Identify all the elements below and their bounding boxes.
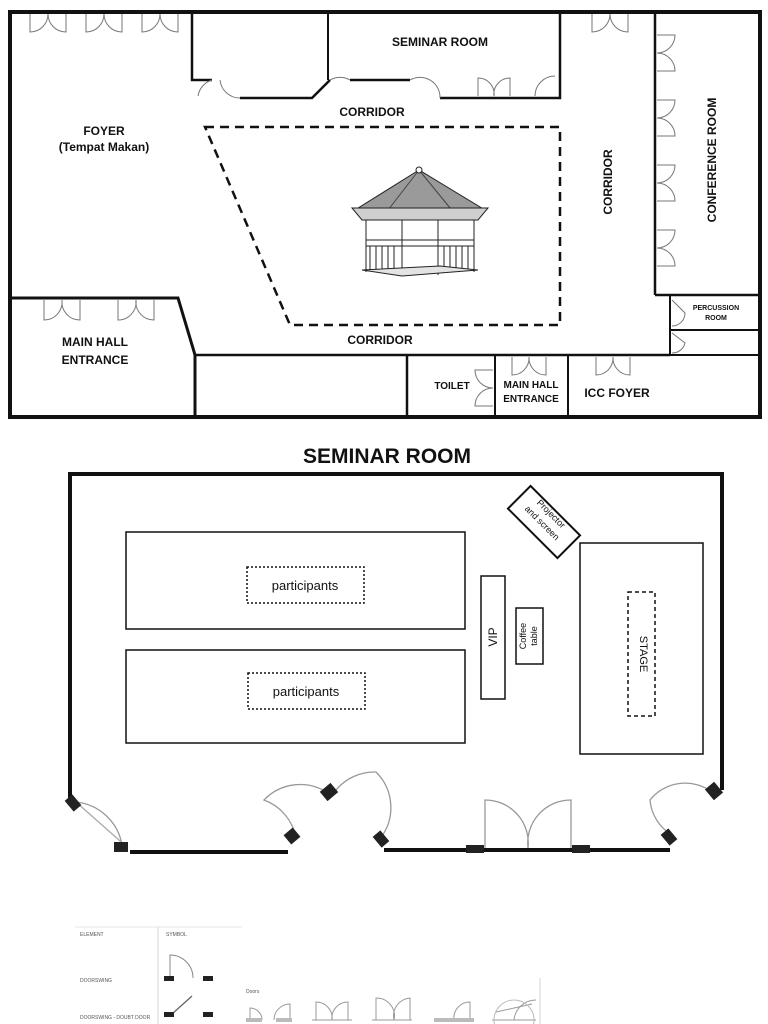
participants-table-2 xyxy=(125,649,466,744)
seminar-room-wall xyxy=(190,12,562,100)
label-seminar-room: SEMINAR ROOM xyxy=(392,35,488,49)
door-icon xyxy=(141,13,179,33)
legend: ELEMENT SYMBOL DOORSWING DOORSWING - DOU… xyxy=(75,926,541,1024)
vip-table xyxy=(480,575,506,700)
door-icon xyxy=(197,79,241,99)
coffee-table xyxy=(515,607,544,665)
door-icon xyxy=(671,332,686,354)
seminar-outer-wall xyxy=(68,472,724,800)
floor-plan-labels: FOYER (Tempat Makan) SEMINAR ROOM CORRID… xyxy=(59,35,739,405)
seminar-labels: participants participants VIP Coffee tab… xyxy=(272,498,649,699)
legend-row-2: DOORSWING - DOUBT DOOR xyxy=(80,1015,151,1021)
double-door-icon xyxy=(312,1001,352,1021)
doorswing-icon xyxy=(164,954,213,981)
door-icon xyxy=(595,356,631,376)
double-door-icon xyxy=(372,997,412,1021)
door-icon xyxy=(434,1001,474,1021)
door-swings-top xyxy=(29,13,686,407)
double-door-icon xyxy=(484,799,572,849)
revolving-door-icon xyxy=(492,999,537,1021)
courtyard-boundary xyxy=(203,125,562,327)
label-main-hall-right-2: ENTRANCE xyxy=(503,394,559,405)
label-participants-1: participants xyxy=(272,578,339,593)
door-icon xyxy=(29,13,67,33)
main-hall-left-wall xyxy=(10,296,197,417)
door-icon xyxy=(85,13,123,33)
legend-col-symbol: SYMBOL xyxy=(166,932,187,938)
legend-col-element: ELEMENT xyxy=(80,932,104,938)
outer-wall xyxy=(8,10,762,419)
door-icon xyxy=(262,783,329,839)
legend-doors-label: Doors xyxy=(246,989,260,995)
door-icon xyxy=(273,1003,292,1021)
door-icon xyxy=(75,801,123,846)
door-icon xyxy=(329,76,351,81)
seminar-doors xyxy=(64,771,724,853)
label-main-hall-left-1: MAIN HALL xyxy=(62,335,128,349)
label-coffee-1: Coffee xyxy=(518,623,528,649)
label-foyer-sub: (Tempat Makan) xyxy=(59,140,149,154)
door-icon xyxy=(511,356,547,376)
label-icc-foyer: ICC FOYER xyxy=(584,386,650,400)
label-main-hall-left-2: ENTRANCE xyxy=(62,353,129,367)
door-icon xyxy=(656,34,676,72)
participants-table-1 xyxy=(125,531,466,630)
label-conference-room: CONFERENCE ROOM xyxy=(705,98,719,223)
label-percussion-1: PERCUSSION xyxy=(693,305,739,312)
label-main-hall-right-1: MAIN HALL xyxy=(504,380,559,391)
closet-door-icon xyxy=(164,995,213,1017)
projector-screen xyxy=(506,484,582,560)
door-icon xyxy=(477,77,511,97)
door-icon xyxy=(335,771,392,837)
label-foyer: FOYER xyxy=(83,124,125,138)
label-coffee-2: table xyxy=(529,626,539,646)
door-icon xyxy=(656,99,676,137)
label-participants-2: participants xyxy=(273,684,340,699)
door-icon xyxy=(656,164,676,202)
seminar-layout-title: SEMINAR ROOM xyxy=(303,445,471,468)
participants-zone-2 xyxy=(247,672,366,710)
label-corridor-bottom: CORRIDOR xyxy=(347,333,413,347)
label-stage: STAGE xyxy=(637,636,649,672)
seminar-furniture xyxy=(125,484,704,755)
door-icon xyxy=(591,13,629,33)
gazebo-icon xyxy=(350,166,490,277)
door-icon xyxy=(43,299,81,321)
label-vip: VIP xyxy=(486,627,500,646)
percussion-room-wall xyxy=(669,294,761,331)
participants-zone-1 xyxy=(246,566,365,604)
legend-row-1: DOORSWING xyxy=(80,978,112,984)
stage-zone xyxy=(627,591,656,717)
door-icon xyxy=(474,369,494,407)
label-corridor-right: CORRIDOR xyxy=(601,149,615,215)
label-percussion-2: ROOM xyxy=(705,315,727,322)
door-icon xyxy=(649,782,713,836)
label-corridor-top: CORRIDOR xyxy=(339,105,405,119)
door-icon xyxy=(534,75,556,97)
door-icon xyxy=(409,76,441,99)
door-icon xyxy=(117,299,155,321)
door-icon xyxy=(656,229,676,267)
label-toilet: TOILET xyxy=(434,381,469,392)
stage xyxy=(579,542,704,755)
door-icon xyxy=(671,299,686,327)
building-floor-plan xyxy=(8,10,762,419)
seminar-room-walls xyxy=(68,472,724,854)
